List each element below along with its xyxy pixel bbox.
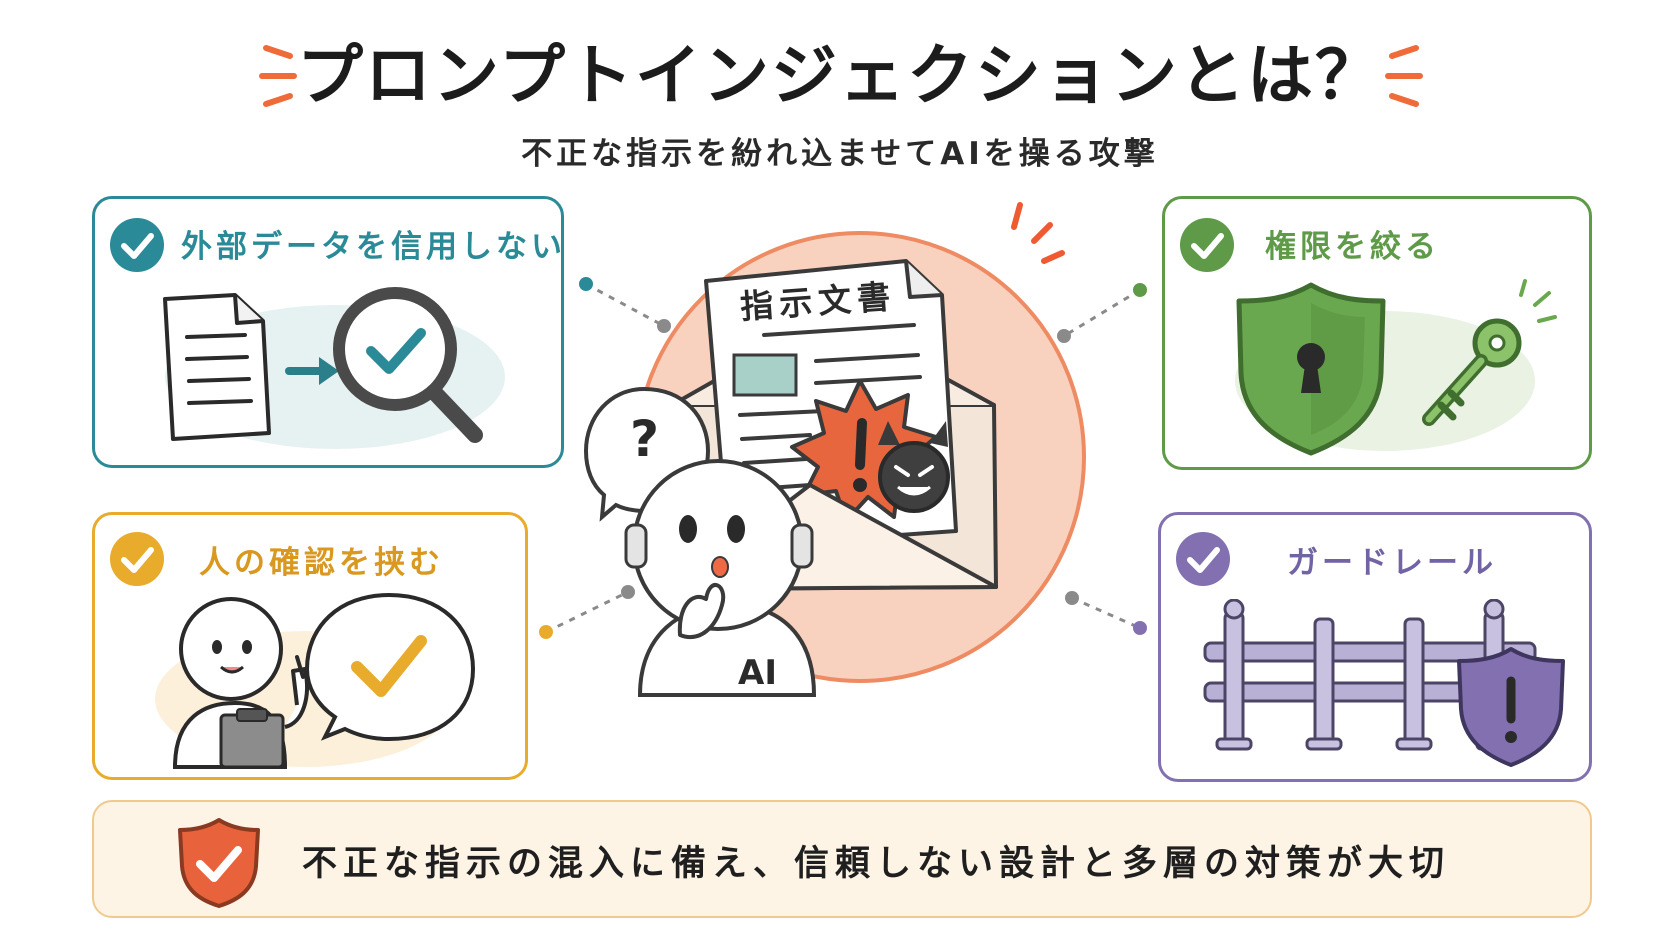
card-label: 権限を絞る [1265, 229, 1440, 265]
shield-lock-icon [1236, 282, 1386, 456]
ai-label: AI [738, 653, 777, 693]
guardrail-illustration [1203, 599, 1565, 767]
card-guardrail: ガードレール [1158, 512, 1592, 782]
document-icon [163, 293, 271, 441]
center-illustration: 指示文書 ? AI [560, 195, 1120, 755]
summary-banner: 不正な指示の混入に備え、信頼しない設計と多層の対策が大切 [92, 800, 1592, 918]
spark-left-icon [259, 45, 297, 107]
person-review-illustration [155, 592, 476, 769]
card-external-data: 外部データを信用しない [92, 196, 564, 468]
alert-sparks [1011, 202, 1065, 264]
document-magnifier-illustration [163, 287, 505, 449]
devil-icon [878, 421, 950, 513]
card-label: 外部データを信用しない [181, 229, 566, 265]
page-title: プロンプトインジェクションとは？ [296, 37, 1384, 114]
check-circle-icon [110, 532, 164, 586]
alert-burst-icon [790, 379, 938, 523]
person-clipboard-icon [172, 597, 309, 769]
card-human-review: 人の確認を挟む [92, 512, 528, 780]
page-subtitle: 不正な指示を紛れ込ませてAIを操る攻撃 [521, 136, 1159, 172]
card-limit-permissions: 権限を絞る [1162, 196, 1592, 470]
fence-icon [1203, 599, 1537, 751]
card-label: ガードレール [1287, 545, 1497, 581]
check-circle-icon [110, 218, 164, 272]
question-mark: ? [630, 410, 660, 468]
summary-message: 不正な指示の混入に備え、信頼しない設計と多層の対策が大切 [302, 844, 1451, 884]
shield-check-icon [178, 818, 260, 908]
arrow-right-icon [285, 357, 339, 385]
check-circle-icon [1180, 218, 1234, 272]
ai-robot-icon [624, 459, 817, 697]
check-circle-icon [1176, 532, 1230, 586]
warning-shield-icon [1457, 647, 1565, 767]
magnifier-check-icon [333, 287, 483, 443]
shield-key-illustration [1235, 279, 1557, 456]
spark-right-icon [1385, 45, 1423, 107]
key-icon [1422, 318, 1522, 426]
center-scene [583, 202, 1086, 697]
card-label: 人の確認を挟む [199, 545, 444, 581]
speech-check-icon [304, 592, 476, 742]
